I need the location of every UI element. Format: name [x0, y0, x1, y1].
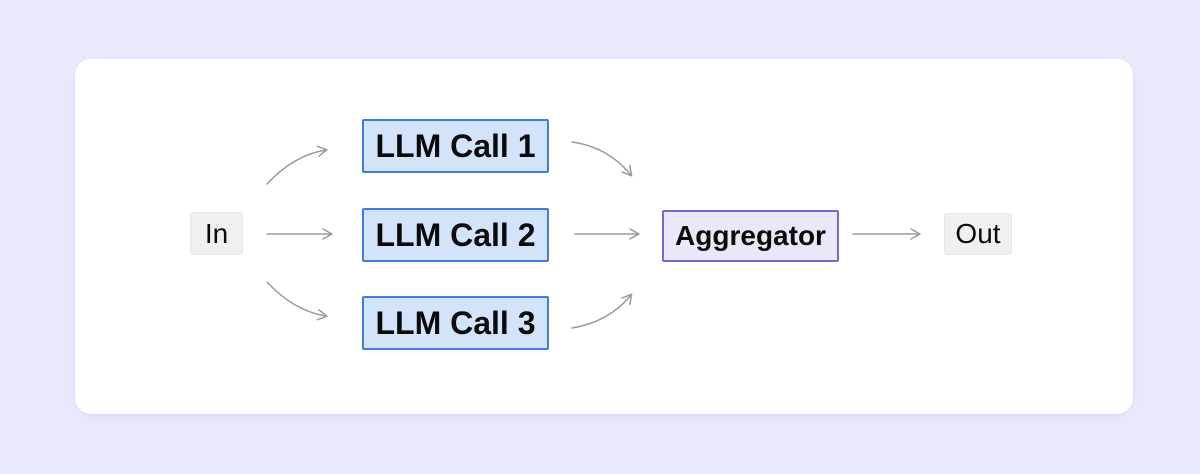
- node-aggregator: Aggregator: [662, 210, 839, 262]
- node-llm-call-3: LLM Call 3: [362, 296, 549, 350]
- node-llm-call-2: LLM Call 2: [362, 208, 549, 262]
- node-in: In: [190, 212, 243, 255]
- node-llm-call-1: LLM Call 1: [362, 119, 549, 173]
- node-out: Out: [944, 213, 1012, 255]
